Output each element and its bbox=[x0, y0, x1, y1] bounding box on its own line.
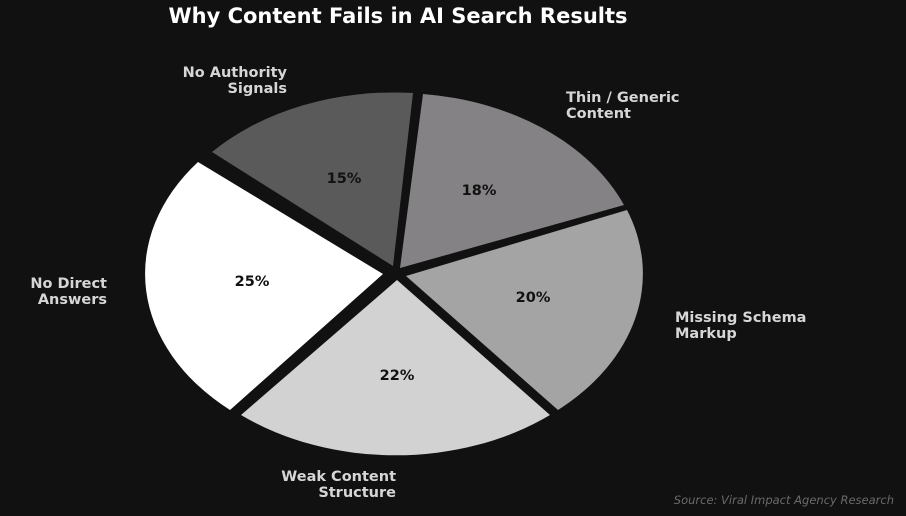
pct-label-weak-content-structure: 22% bbox=[379, 368, 415, 384]
label-line: Thin / Generic bbox=[566, 90, 680, 106]
label-line: Content bbox=[566, 106, 631, 122]
label-line: Answers bbox=[37, 292, 107, 308]
chart-title: Why Content Fails in AI Search Results bbox=[168, 4, 628, 28]
slice-thin-generic-content bbox=[400, 94, 624, 268]
label-line: Weak Content bbox=[281, 469, 396, 485]
slice-no-direct-answers bbox=[145, 162, 383, 410]
slice-missing-schema-markup bbox=[406, 210, 643, 410]
label-no-direct-answers: No Direct Answers bbox=[12, 276, 107, 308]
label-line: No Direct bbox=[30, 276, 107, 292]
label-weak-content-structure: Weak Content Structure bbox=[250, 469, 396, 501]
label-line: No Authority bbox=[182, 65, 287, 81]
pct-label-missing-schema-markup: 20% bbox=[515, 290, 551, 306]
pct-label-no-authority-signals: 15% bbox=[326, 171, 362, 187]
label-line: Markup bbox=[675, 326, 737, 342]
label-line: Structure bbox=[318, 485, 396, 501]
slice-weak-content-structure bbox=[241, 280, 550, 456]
label-thin-generic-content: Thin / Generic Content bbox=[566, 90, 680, 122]
label-line: Missing Schema bbox=[675, 310, 807, 326]
pct-label-no-direct-answers: 25% bbox=[234, 274, 270, 290]
label-line: Signals bbox=[227, 81, 287, 97]
label-no-authority-signals: No Authority Signals bbox=[148, 65, 287, 97]
slice-no-authority-signals bbox=[212, 92, 413, 267]
source-note: Source: Viral Impact Agency Research bbox=[673, 493, 894, 507]
label-missing-schema-markup: Missing Schema Markup bbox=[675, 310, 806, 342]
pct-label-thin-generic-content: 18% bbox=[461, 183, 497, 199]
